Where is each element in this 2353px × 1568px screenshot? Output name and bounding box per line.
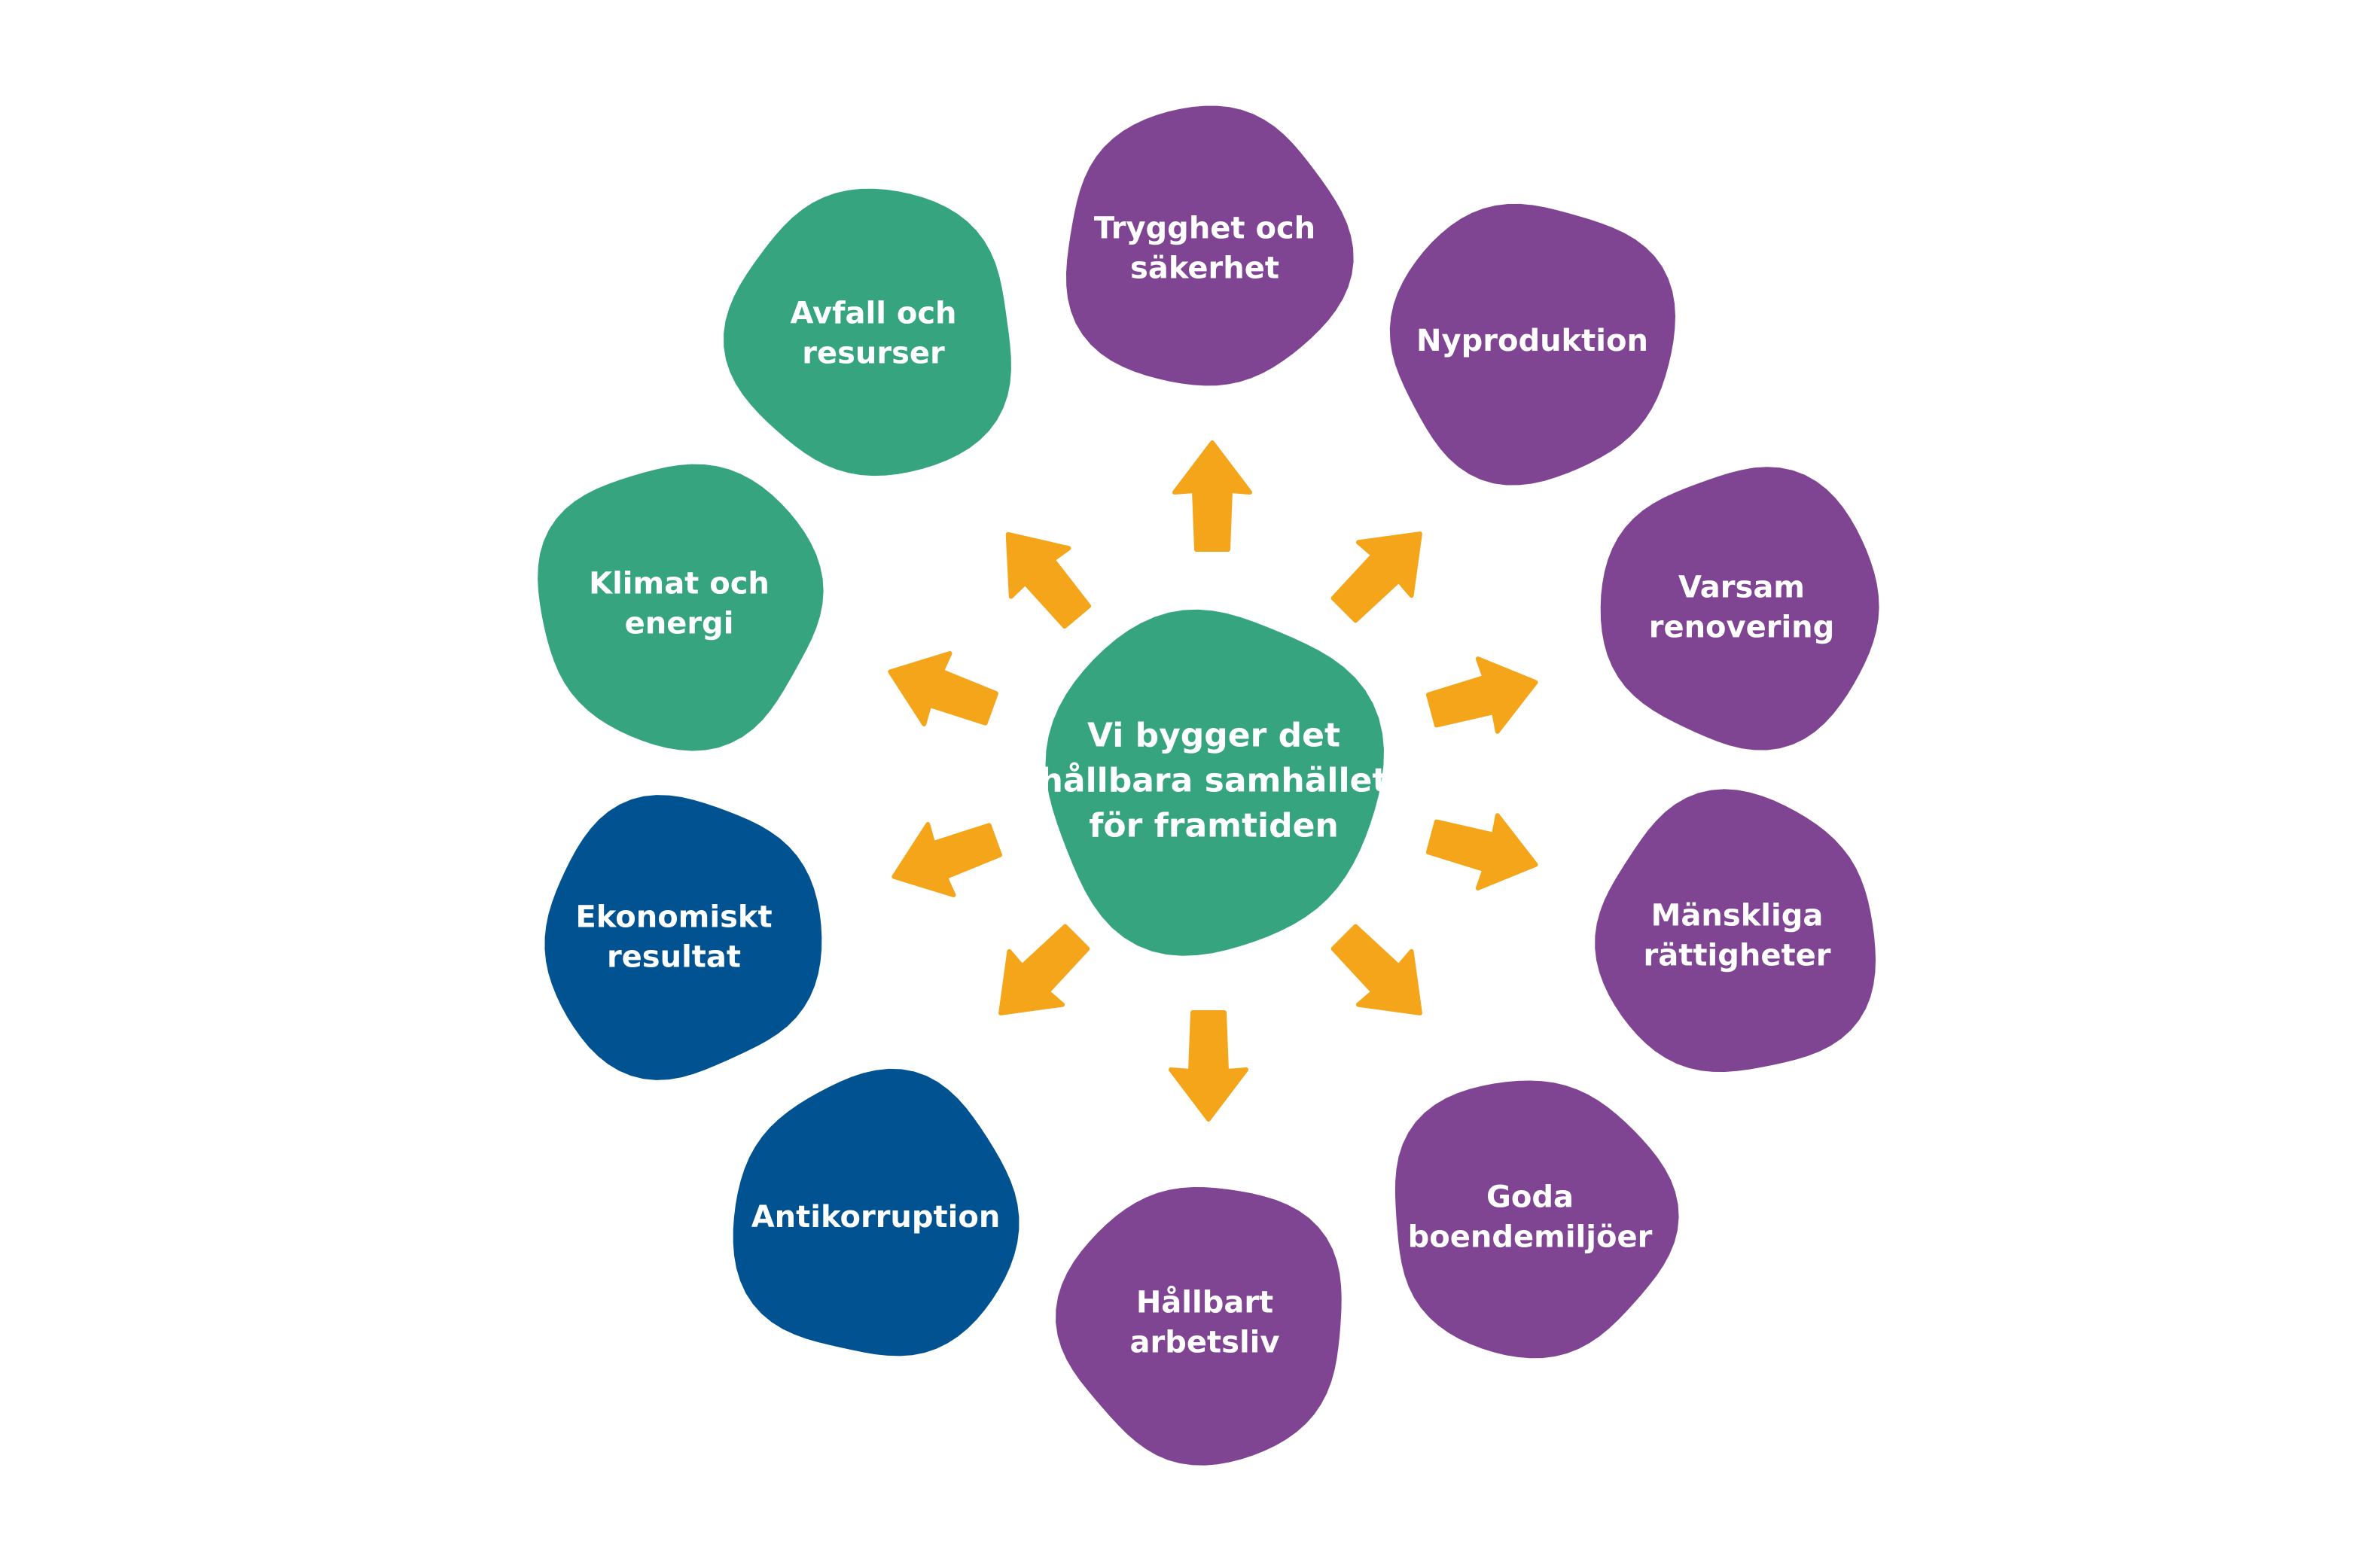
- node-goda: Goda boendemiljöer: [1394, 1080, 1679, 1359]
- node-hallbart-blob: [1056, 1187, 1342, 1466]
- node-klimat: Klimat och energi: [538, 464, 824, 751]
- node-varsam-blob: [1600, 467, 1879, 751]
- node-hallbart: Hållbart arbetsliv: [1056, 1187, 1342, 1466]
- arrow-7: [998, 924, 1090, 1015]
- node-ekonomiskt-label-line-1: Ekonomiskt: [575, 900, 772, 935]
- node-antikorruption-label-line-1: Antikorruption: [751, 1200, 1001, 1235]
- center-node-label-line-2: hållbara samhället: [1040, 762, 1388, 800]
- arrow-6: [1169, 1010, 1248, 1122]
- node-trygghet: Trygghet och säkerhet: [1066, 105, 1354, 386]
- arrow-1: [1172, 440, 1252, 552]
- node-varsam: Varsam renovering: [1600, 467, 1879, 751]
- node-nyproduktion-blob: [1389, 203, 1675, 486]
- node-ekonomiskt-blob: [544, 795, 822, 1080]
- node-manskliga: Mänskliga rättigheter: [1595, 789, 1876, 1072]
- node-ekonomiskt: Ekonomiskt resultat: [544, 795, 822, 1080]
- node-avfall: Avfall och resurser: [724, 188, 1011, 476]
- center-node-label-line-3: för framtiden: [1089, 807, 1339, 845]
- node-varsam-label-line-2: renovering: [1649, 610, 1835, 645]
- arrow-3: [1425, 656, 1538, 734]
- center-node-label-line-1: Vi bygger det: [1087, 717, 1340, 755]
- node-avfall-label-line-1: Avfall och: [790, 297, 956, 331]
- arrow-5: [1330, 924, 1422, 1015]
- arrow-2: [1330, 531, 1422, 623]
- node-klimat-blob: [538, 464, 824, 751]
- arrow-8: [892, 822, 1002, 898]
- node-nyproduktion-label-line-1: Nyproduktion: [1416, 324, 1648, 358]
- node-antikorruption-blob: [733, 1068, 1020, 1356]
- node-antikorruption: Antikorruption: [733, 1068, 1020, 1356]
- node-varsam-label-line-1: Varsam: [1678, 571, 1805, 605]
- center-node-blob: [1045, 609, 1384, 956]
- node-klimat-label-line-2: energi: [625, 607, 734, 641]
- node-ekonomiskt-label-line-2: resultat: [607, 940, 741, 975]
- node-goda-blob: [1394, 1080, 1679, 1359]
- node-nyproduktion: Nyproduktion: [1389, 203, 1675, 486]
- arrows-layer: [888, 440, 1538, 1122]
- node-avfall-blob: [724, 188, 1011, 476]
- arrow-9: [888, 650, 998, 726]
- node-trygghet-blob: [1066, 105, 1354, 386]
- arrow-10: [1005, 531, 1092, 629]
- arrow-4: [1425, 813, 1538, 891]
- node-hallbart-label-line-2: arbetsliv: [1130, 1326, 1280, 1360]
- node-manskliga-label-line-2: rättigheter: [1644, 939, 1831, 973]
- node-avfall-label-line-2: resurser: [802, 336, 945, 371]
- node-goda-label-line-1: Goda: [1486, 1180, 1574, 1215]
- node-trygghet-label-line-2: säkerhet: [1130, 251, 1279, 286]
- node-hallbart-label-line-1: Hållbart: [1136, 1285, 1273, 1320]
- node-goda-label-line-2: boendemiljöer: [1408, 1220, 1653, 1255]
- node-klimat-label-line-1: Klimat och: [589, 567, 770, 601]
- node-manskliga-label-line-1: Mänskliga: [1651, 899, 1824, 933]
- center-node: Vi bygger det hållbara samhället för framt…: [1040, 609, 1388, 956]
- node-manskliga-blob: [1595, 789, 1876, 1072]
- node-trygghet-label-line-1: Trygghet och: [1094, 212, 1315, 246]
